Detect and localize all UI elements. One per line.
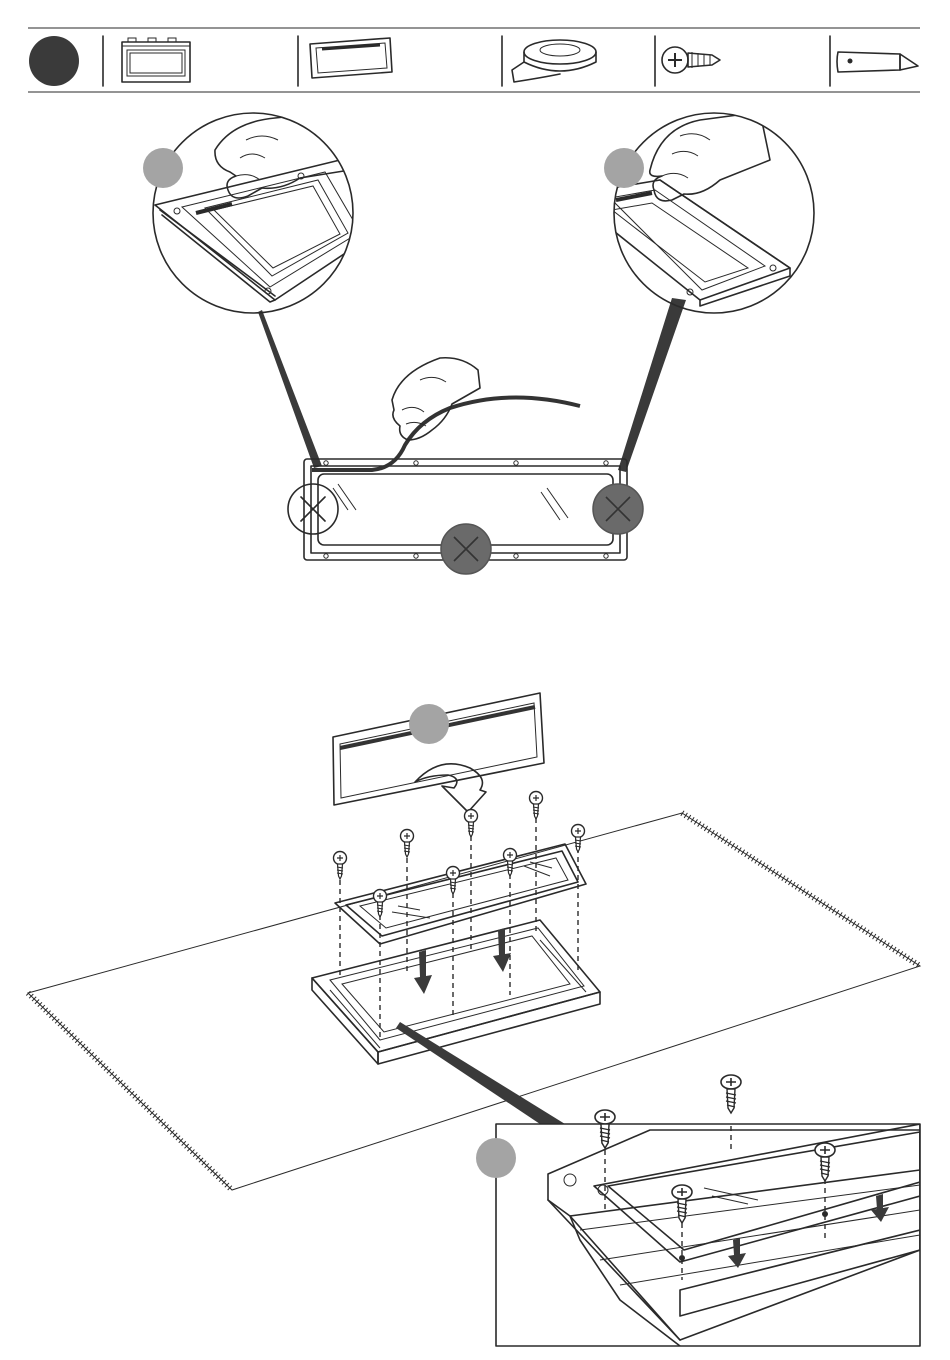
tape-roll-icon — [512, 40, 596, 82]
glass-pane-icon — [310, 38, 392, 78]
frame-panel-icon — [122, 38, 190, 82]
frame-tape-application — [288, 358, 643, 574]
exploded-assembly — [312, 792, 600, 1125]
protective-floor-sheet — [28, 813, 920, 1190]
detail-corner-right — [600, 112, 814, 313]
parts-header — [28, 28, 920, 92]
glass-panel-flip — [333, 693, 544, 812]
step-badge-2 — [604, 148, 644, 188]
screw-icon — [662, 47, 720, 73]
checkpoint-right — [593, 484, 643, 534]
detail-corner-left — [143, 112, 380, 313]
checkpoint-left — [288, 484, 338, 534]
step-marker — [29, 36, 79, 86]
step-badge-3 — [409, 704, 449, 744]
step-badge-4 — [476, 1138, 516, 1178]
step-badge-1 — [143, 148, 183, 188]
utility-knife-icon — [837, 52, 918, 72]
checkpoint-bottom — [441, 524, 491, 574]
